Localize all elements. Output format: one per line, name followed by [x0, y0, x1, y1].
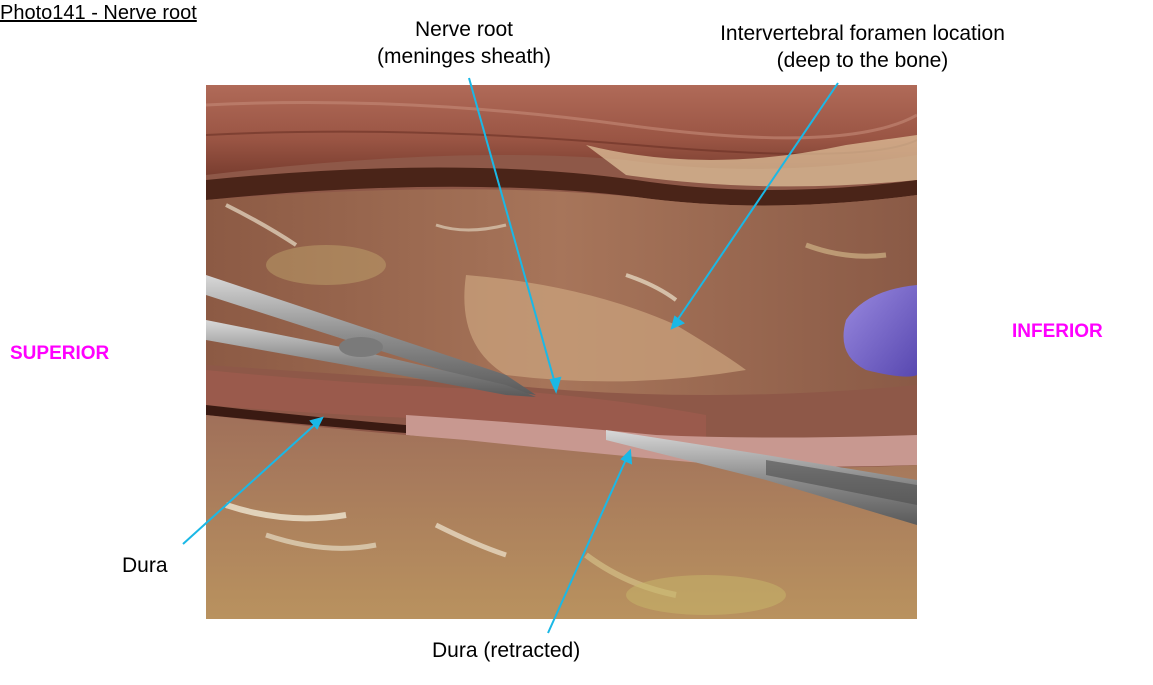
label-nerve-root-line1: Nerve root [414, 18, 514, 41]
label-dura-retracted: Dura (retracted) [432, 639, 581, 662]
label-nerve-root-line2: (meninges sheath) [377, 45, 551, 68]
label-foramen: Intervertebral foramen location (deep to… [695, 20, 1030, 74]
label-foramen-line1: Intervertebral foramen location [720, 22, 1005, 45]
dissection-photo [206, 85, 917, 619]
dissection-photo-art [206, 85, 917, 619]
page-title: Photo141 - Nerve root [0, 2, 197, 24]
label-nerve-root: Nerve root (meninges sheath) [355, 16, 573, 70]
orientation-inferior: INFERIOR [1012, 321, 1103, 342]
label-foramen-line2: (deep to the bone) [776, 49, 949, 72]
orientation-superior: SUPERIOR [10, 343, 110, 364]
label-dura: Dura [122, 554, 168, 577]
